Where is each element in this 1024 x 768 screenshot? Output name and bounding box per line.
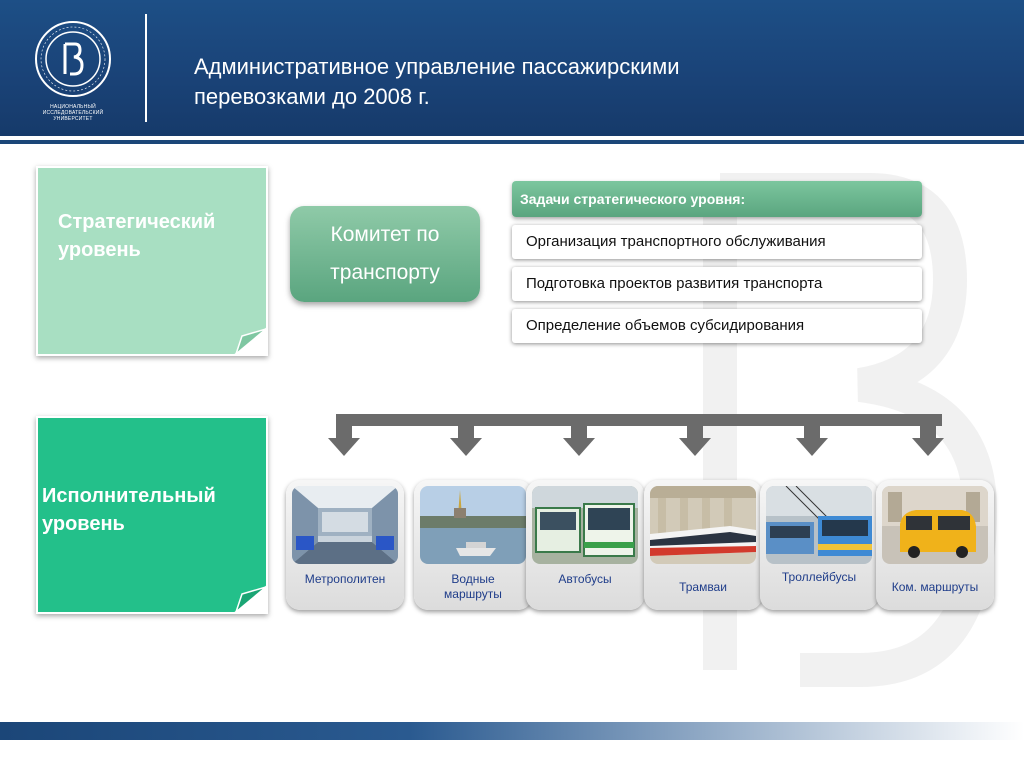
transport-label: Ком. маршруты [876,580,994,595]
executive-level-line1: Исполнительный [42,485,216,507]
transport-card-tram: Трамваи [644,480,762,610]
arrow-down-icon [450,414,482,456]
footer-bar [0,722,1024,740]
transport-card-metro: Метрополитен [286,480,404,610]
executive-level-note: Исполнительный уровень [36,416,268,614]
strategic-level-label: Стратегический уровень [58,208,215,264]
transport-label: Троллейбусы [760,570,878,585]
strategic-level-note: Стратегический уровень [36,166,268,356]
transport-label-line2: маршруты [444,587,502,601]
task-item: Подготовка проектов развития транспорта [512,267,922,301]
transport-label: Метрополитен [286,572,404,587]
transport-label-line1: Троллейбусы [781,570,857,584]
arrow-down-icon [679,414,711,456]
university-logo [35,21,111,97]
water-photo [420,486,526,564]
arrow-down-icon [912,414,944,456]
committee-box: Комитет по транспорту [290,206,480,302]
page-title-line1: Административное управление пассажирским… [194,54,680,79]
transport-label-line1: Ком. маршруты [891,580,979,594]
distribution-arrows [328,414,944,456]
transport-card-water: Водные маршруты [414,480,532,610]
header-divider [145,14,147,122]
task-item: Определение объемов субсидирования [512,309,922,343]
logo-caption: НАЦИОНАЛЬНЫЙ ИССЛЕДОВАТЕЛЬСКИЙ УНИВЕРСИТ… [20,104,126,122]
transport-label: Автобусы [526,572,644,587]
page-title-line2: перевозками до 2008 г. [194,84,430,109]
transport-label-line1: Метрополитен [304,572,386,586]
transport-label: Трамваи [644,580,762,595]
logo-caption-line2: УНИВЕРСИТЕТ [53,116,93,122]
header-stripe-white [0,136,1024,140]
executive-level-label: Исполнительный уровень [42,482,216,538]
transport-label-line1: Водные [451,572,495,586]
committee-line2: транспорту [330,261,440,284]
trolleybus-photo [766,486,872,564]
header-bar: НАЦИОНАЛЬНЫЙ ИССЛЕДОВАТЕЛЬСКИЙ УНИВЕРСИТ… [0,0,1024,136]
page-curl-icon [232,584,268,614]
arrow-down-icon [328,414,360,456]
strategic-level-line1: Стратегический [58,211,216,233]
transport-card-minibus: Ком. маршруты [876,480,994,610]
tasks-header: Задачи стратегического уровня: [512,181,922,217]
transport-card-bus: Автобусы [526,480,644,610]
header-stripe-blue [0,140,1024,144]
transport-label: Водные маршруты [414,572,532,602]
committee-line1: Комитет по [330,223,440,246]
minibus-photo [882,486,988,564]
tram-photo [650,486,756,564]
task-item: Организация транспортного обслуживания [512,225,922,259]
strategic-level-line2: уровень [58,239,141,261]
bus-photo [532,486,638,564]
page-title: Административное управление пассажирским… [194,52,834,112]
metro-photo [292,486,398,564]
transport-label-line1: Автобусы [558,572,612,586]
arrow-down-icon [796,414,828,456]
logo-caption-line1: НАЦИОНАЛЬНЫЙ ИССЛЕДОВАТЕЛЬСКИЙ [42,104,104,116]
arrow-down-icon [563,414,595,456]
page-curl-icon [232,326,268,356]
transport-label-line1: Трамваи [679,580,727,594]
executive-level-line2: уровень [42,513,125,535]
transport-card-trolleybus: Троллейбусы [760,480,878,610]
